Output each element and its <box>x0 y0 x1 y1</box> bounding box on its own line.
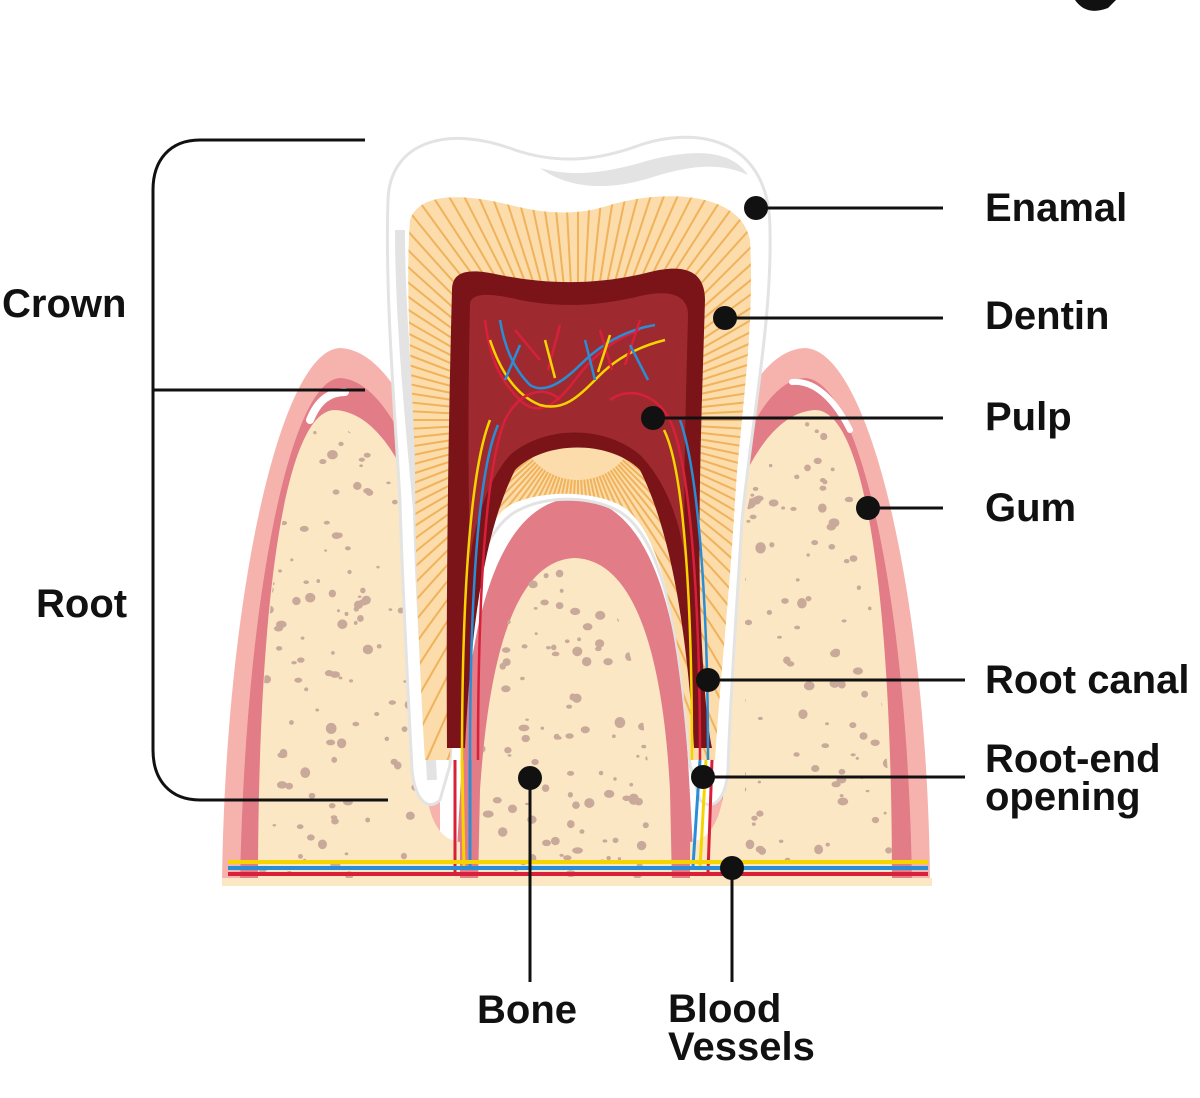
label-root-end-line1: Root-end <box>985 737 1161 781</box>
label-dentin: Dentin <box>985 294 1110 338</box>
label-blood-vessels-line1: Blood <box>668 987 782 1031</box>
label-blood-vessels-line2: Vessels <box>668 1025 815 1069</box>
label-bone: Bone <box>477 988 577 1032</box>
corner-arc <box>1075 0 1116 11</box>
pulp-vessels <box>460 319 710 761</box>
crown-root-bracket <box>151 138 388 802</box>
leader-lines <box>518 196 965 982</box>
label-enamel: Enamal <box>985 186 1128 230</box>
label-crown: Crown <box>2 282 127 326</box>
label-root-end-line2: opening <box>985 775 1141 819</box>
label-gum: Gum <box>985 486 1077 530</box>
label-root-canal: Root canal <box>985 658 1190 702</box>
label-blood-vessels: Blood Vessels <box>668 987 815 1069</box>
blood-vessels <box>228 860 928 876</box>
label-root: Root <box>36 582 128 626</box>
label-pulp: Pulp <box>985 395 1072 439</box>
root-end-vessels <box>453 759 714 873</box>
label-root-end-opening: Root-end opening <box>985 737 1161 819</box>
